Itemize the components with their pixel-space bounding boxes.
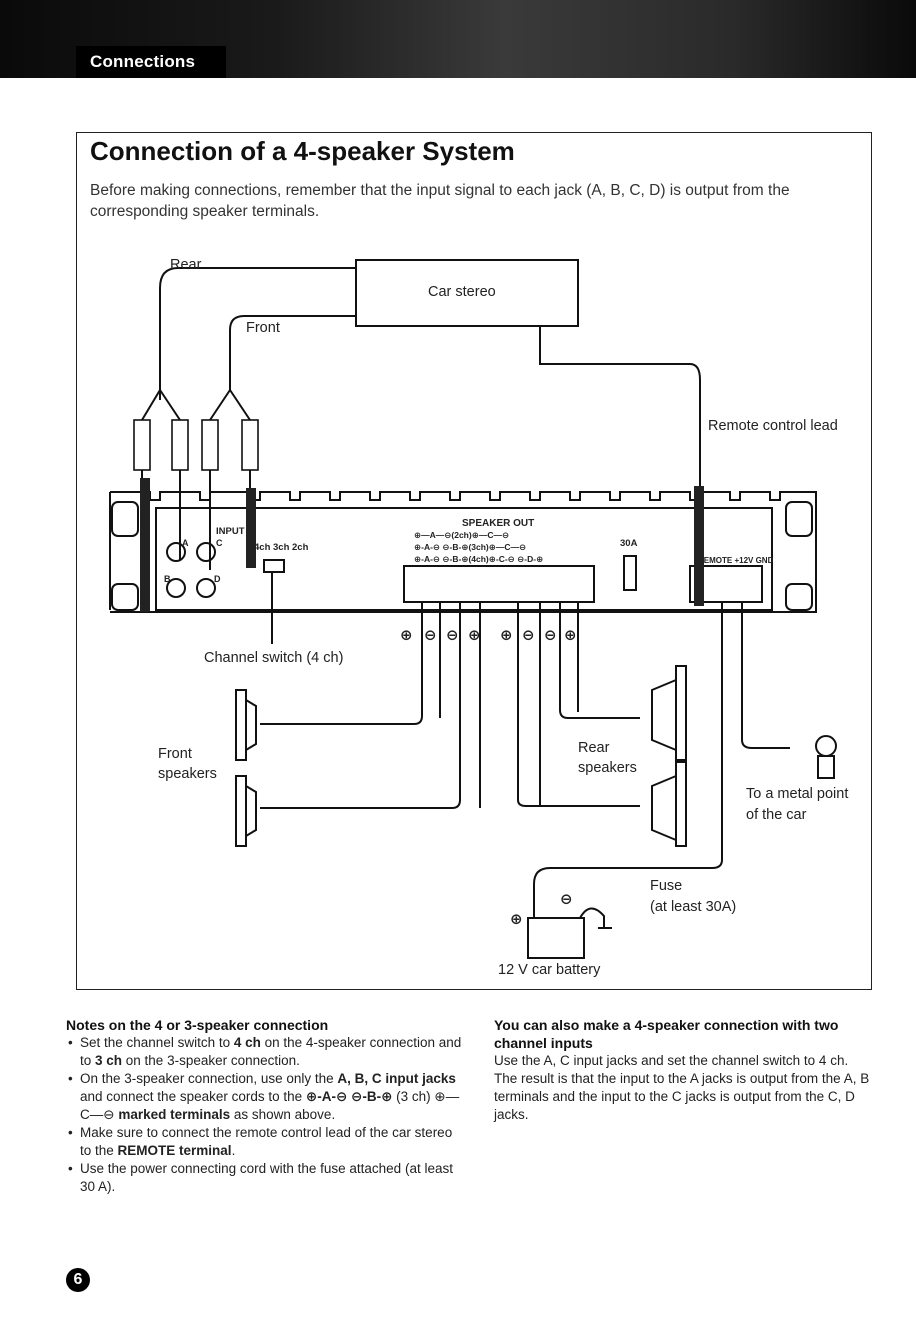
polarity-3: ⊖ (446, 627, 459, 644)
fuse-rating-label: 30A (620, 538, 638, 549)
note-text: Use the power connecting cord with the f… (80, 1161, 453, 1194)
channel-switch-label: Channel switch (4 ch) (204, 650, 344, 666)
note-bold: 3 ch (95, 1053, 123, 1068)
note-bold: A, B, C input jacks (337, 1071, 456, 1086)
list-item: Make sure to connect the remote control … (66, 1124, 466, 1160)
car-battery (527, 917, 585, 959)
speaker-out-label: SPEAKER OUT (462, 518, 535, 529)
polarity-4: ⊕ (468, 627, 481, 644)
jack-d-label: D (214, 574, 221, 584)
rca-plug-2 (171, 419, 189, 471)
terminal-row-3ch: ⊕-A-⊖ ⊖-B-⊕(3ch)⊕—C—⊖ (414, 542, 527, 552)
car-stereo-label: Car stereo (428, 284, 496, 300)
front-speaker-2 (235, 775, 257, 847)
note-text: as shown above. (230, 1107, 336, 1122)
front-speaker-1 (235, 689, 257, 761)
amplifier-panel (155, 507, 773, 611)
battery-minus: ⊖ (560, 891, 573, 908)
jack-b (166, 578, 186, 598)
note-text: and connect the speaker cords to the (80, 1089, 306, 1104)
ground-bolt (815, 735, 837, 757)
terminal-row-2ch: ⊕—A—⊖(2ch)⊕—C—⊖ (414, 530, 510, 540)
note-text: on the 3-speaker connection. (122, 1053, 300, 1068)
diagram-frame (76, 132, 872, 990)
power-terminals-label: REMOTE +12V GND (698, 556, 774, 565)
rear-speakers-label: Rear speakers (578, 740, 637, 776)
note-text: Set the channel switch to (80, 1035, 234, 1050)
channel-switch-positions: 4ch 3ch 2ch (254, 542, 309, 553)
rear-cable-label: Rear (170, 257, 202, 273)
rca-plug-3 (201, 419, 219, 471)
note-bold: ⊕-A-⊖ ⊖-B-⊕ (305, 1089, 393, 1104)
notes-left-list: Set the channel switch to 4 ch on the 4-… (66, 1034, 466, 1196)
jack-d (196, 578, 216, 598)
battery-label: 12 V car battery (498, 962, 601, 978)
note-text: Make sure to connect the remote control … (80, 1125, 453, 1158)
car-stereo-box (355, 259, 579, 327)
jack-b-label: B (164, 574, 171, 584)
jack-c-label: C (216, 538, 223, 548)
front-cable (229, 315, 356, 390)
list-item: On the 3-speaker connection, use only th… (66, 1070, 466, 1124)
remote-lead (539, 326, 701, 490)
notes-right-body: Use the A, C input jacks and set the cha… (494, 1053, 870, 1122)
notes-left: Notes on the 4 or 3-speaker connection S… (66, 1016, 466, 1196)
intro-text: Before making connections, remember that… (90, 182, 790, 220)
jack-a (166, 542, 186, 562)
note-text: on the 4-speaker connection and to (80, 1035, 462, 1068)
polarity-1: ⊕ (400, 627, 413, 644)
notes-right-heading: You can also make a 4-speaker connection… (494, 1017, 839, 1051)
power-wire (533, 602, 723, 918)
input-label: INPUT (216, 526, 245, 537)
front-speakers-label: Front speakers (158, 746, 217, 782)
note-bold: marked terminals (118, 1107, 231, 1122)
jack-c (196, 542, 216, 562)
note-bold: REMOTE terminal (117, 1143, 232, 1158)
polarity-8: ⊕ (564, 627, 577, 644)
notes-left-heading: Notes on the 4 or 3-speaker connection (66, 1017, 329, 1033)
rear-speaker-1 (651, 665, 687, 761)
note-text: (3 ch) ⊕—C—⊖ (80, 1089, 460, 1122)
jack-a-label: A (182, 538, 189, 548)
fuse-label: Fuse (at least 30A) (650, 878, 737, 915)
list-item: Use the power connecting cord with the f… (66, 1160, 466, 1196)
front-cable-label: Front (246, 320, 280, 336)
rear-cable (159, 267, 356, 400)
list-item: Set the channel switch to 4 ch on the 4-… (66, 1034, 466, 1070)
rca-plug-1 (133, 419, 151, 471)
page-number: 6 (66, 1268, 90, 1292)
rear-speaker-2 (651, 761, 687, 847)
note-text: On the 3-speaker connection, use only th… (80, 1071, 338, 1086)
note-text: . (231, 1143, 236, 1158)
page-title: Connection of a 4-speaker System (90, 136, 515, 166)
polarity-2: ⊖ (424, 627, 437, 644)
section-tab (76, 46, 226, 78)
notes-right: You can also make a 4-speaker connection… (494, 1016, 874, 1124)
polarity-6: ⊖ (522, 627, 535, 644)
polarity-5: ⊕ (500, 627, 513, 644)
note-bold: 4 ch (233, 1035, 261, 1050)
battery-plus: ⊕ (510, 911, 523, 928)
channel-switch (263, 559, 285, 573)
terminal-row-4ch: ⊕-A-⊖ ⊖-B-⊕(4ch)⊕-C-⊖ ⊖-D-⊕ (414, 554, 544, 564)
polarity-7: ⊖ (544, 627, 557, 644)
rca-plug-4 (241, 419, 259, 471)
remote-lead-label: Remote control lead (708, 418, 838, 434)
section-tab-label: Connections (90, 52, 196, 71)
metal-point-label: To a metal point of the car (746, 786, 849, 823)
